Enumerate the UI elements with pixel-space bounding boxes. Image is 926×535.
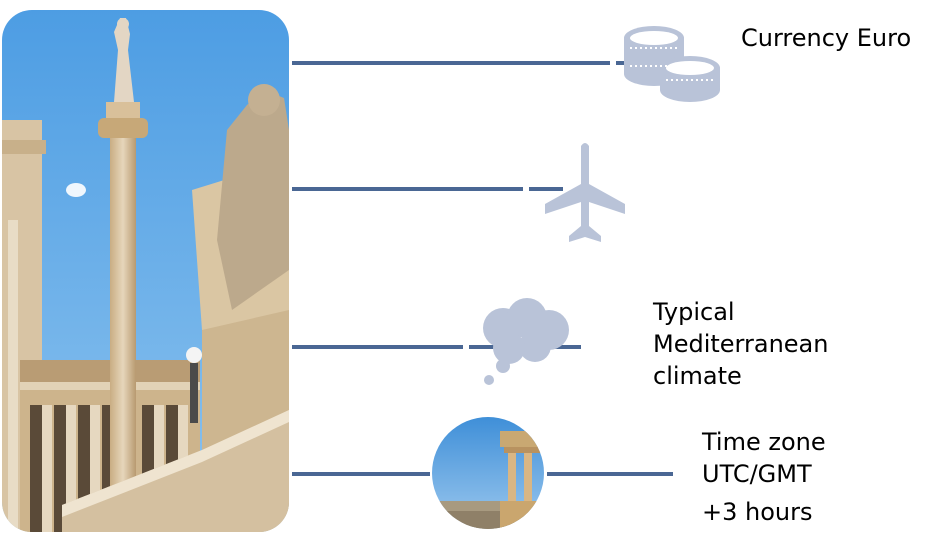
connector-line-currency-stub: [616, 61, 630, 65]
currency-label-line: Currency Euro: [741, 24, 912, 52]
connector-line-currency: [292, 61, 610, 65]
connector-line-flight: [292, 187, 523, 191]
timezone-label-line-2: UTC/GMT: [702, 460, 812, 488]
climate-label-line-1: Typical: [653, 298, 735, 326]
airplane-icon: [545, 143, 625, 242]
connector-line-flight-stub: [529, 187, 563, 191]
connector-line-timezone-left: [292, 472, 430, 476]
currency-label: Currency Euro: [741, 22, 911, 54]
connector-line-timezone-right: [547, 472, 673, 476]
coins-icon: [624, 26, 720, 102]
climate-label-line-3: climate: [653, 362, 742, 390]
climate-label: Typical Mediterranean climate: [653, 296, 828, 392]
timezone-label-line-1: Time zone: [702, 428, 826, 456]
cloud-icon: [483, 298, 569, 385]
acropolis-photo: [432, 417, 544, 529]
timezone-label-line-3: +3 hours: [702, 498, 813, 526]
timezone-label: Time zone UTC/GMT +3 hours: [702, 426, 826, 528]
academy-of-athens-photo: [2, 10, 289, 532]
climate-label-line-2: Mediterranean: [653, 330, 829, 358]
connector-line-climate: [292, 345, 463, 349]
